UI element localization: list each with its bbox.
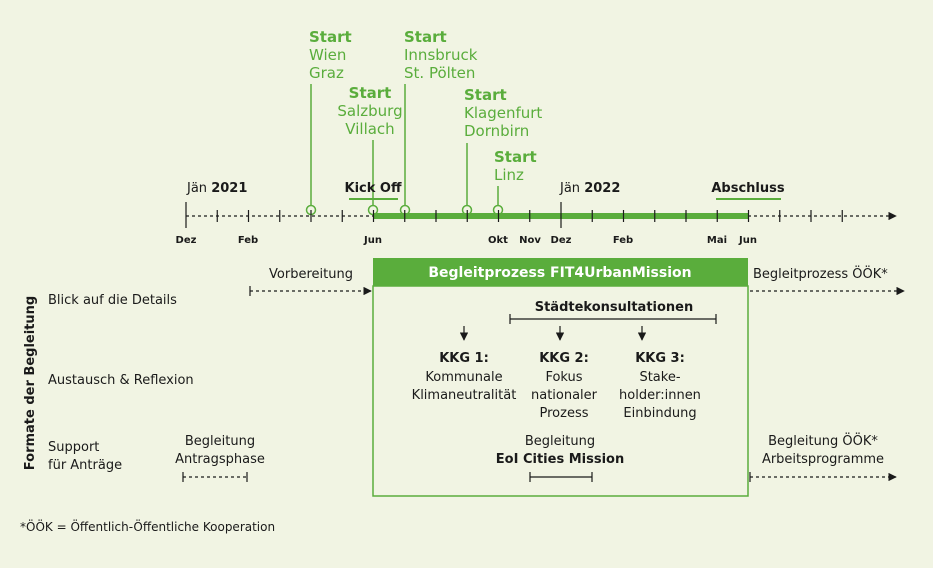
start-city: Graz — [309, 64, 344, 82]
start-innsbruck-stpoelten: Start Innsbruck St. Pölten — [399, 28, 478, 216]
kkg2-title: KKG 2: — [539, 351, 589, 366]
side-title: Formate der Begleitung — [23, 296, 38, 470]
tick-marks — [185, 202, 843, 228]
start-city: Innsbruck — [404, 46, 478, 64]
start-wien-graz: Start Wien Graz — [305, 28, 352, 216]
month-tick-label: Okt — [488, 235, 508, 246]
start-city: St. Pölten — [404, 64, 475, 82]
month-tick-label: Jun — [363, 235, 382, 246]
month-tick-label: Dez — [176, 235, 197, 246]
row-label-support: für Anträge — [48, 458, 122, 473]
month-tick-label: Feb — [613, 235, 633, 246]
start-heading: Start — [464, 86, 507, 104]
start-city: Wien — [309, 46, 346, 64]
month-tick-label: Nov — [519, 235, 541, 246]
antragsphase-span — [182, 472, 248, 482]
start-klagenfurt-dornbirn: Start Klagenfurt Dornbirn — [461, 86, 542, 216]
eoi-span — [529, 472, 593, 482]
ook-process-label: Begleitprozess ÖÖK* — [753, 265, 888, 282]
year-label-2021: Jän 2021 — [186, 181, 247, 196]
staedtekonsultationen-label: Städtekonsultationen — [535, 300, 694, 315]
kkg2-line: Prozess — [540, 406, 589, 421]
ook-arbeit-label: Arbeitsprogramme — [762, 452, 884, 467]
ook-arbeit-label: Begleitung ÖÖK* — [768, 432, 878, 449]
start-city: Klagenfurt — [464, 104, 542, 122]
month-tick-label: Mai — [707, 235, 727, 246]
kkg1-title: KKG 1: — [439, 351, 489, 366]
eoi-label-line2: EoI Cities Mission — [496, 452, 624, 467]
kkg1-line: Klimaneutralität — [412, 388, 517, 403]
kkg3-line: holder:innen — [619, 388, 701, 403]
month-tick-label: Feb — [238, 235, 258, 246]
abschluss-label: Abschluss — [711, 181, 785, 196]
start-salzburg-villach: Start Salzburg Villach — [337, 84, 403, 216]
main-process-frame — [372, 285, 749, 497]
year-label-2022: Jän 2022 — [559, 181, 620, 196]
antragsphase-label: Antragsphase — [175, 452, 265, 467]
main-process-bar — [373, 258, 748, 286]
start-heading: Start — [404, 28, 447, 46]
row-label-details: Blick auf die Details — [48, 293, 177, 308]
antragsphase-label: Begleitung — [185, 434, 255, 449]
start-city: Villach — [345, 120, 394, 138]
start-city: Salzburg — [337, 102, 402, 120]
start-city: Dornbirn — [464, 122, 529, 140]
start-linz: Start Linz — [492, 148, 537, 216]
staedtekonsultationen-span — [509, 314, 717, 324]
timeline-axis — [186, 211, 897, 221]
start-heading: Start — [349, 84, 392, 102]
kkg3-title: KKG 3: — [635, 351, 685, 366]
eoi-label-line1: Begleitung — [525, 434, 595, 449]
start-city: Linz — [494, 166, 524, 184]
footnote: *ÖÖK = Öffentlich-Öffentliche Kooperatio… — [20, 518, 275, 534]
kkg3-line: Stake- — [639, 370, 680, 385]
kkg3-line: Einbindung — [623, 406, 696, 421]
kkg1-line: Kommunale — [425, 370, 502, 385]
start-heading: Start — [494, 148, 537, 166]
kkg2-line: nationaler — [531, 388, 598, 403]
month-tick-label: Jun — [738, 235, 757, 246]
month-tick-label: Dez — [551, 235, 572, 246]
row-label-support: Support — [48, 440, 99, 455]
start-heading: Start — [309, 28, 352, 46]
vorbereitung-label: Vorbereitung — [269, 267, 353, 282]
main-process-label: Begleitprozess FIT4UrbanMission — [428, 265, 691, 281]
row-label-austausch: Austausch & Reflexion — [48, 373, 194, 388]
kick-off-label: Kick Off — [345, 181, 402, 196]
kkg2-line: Fokus — [545, 370, 582, 385]
